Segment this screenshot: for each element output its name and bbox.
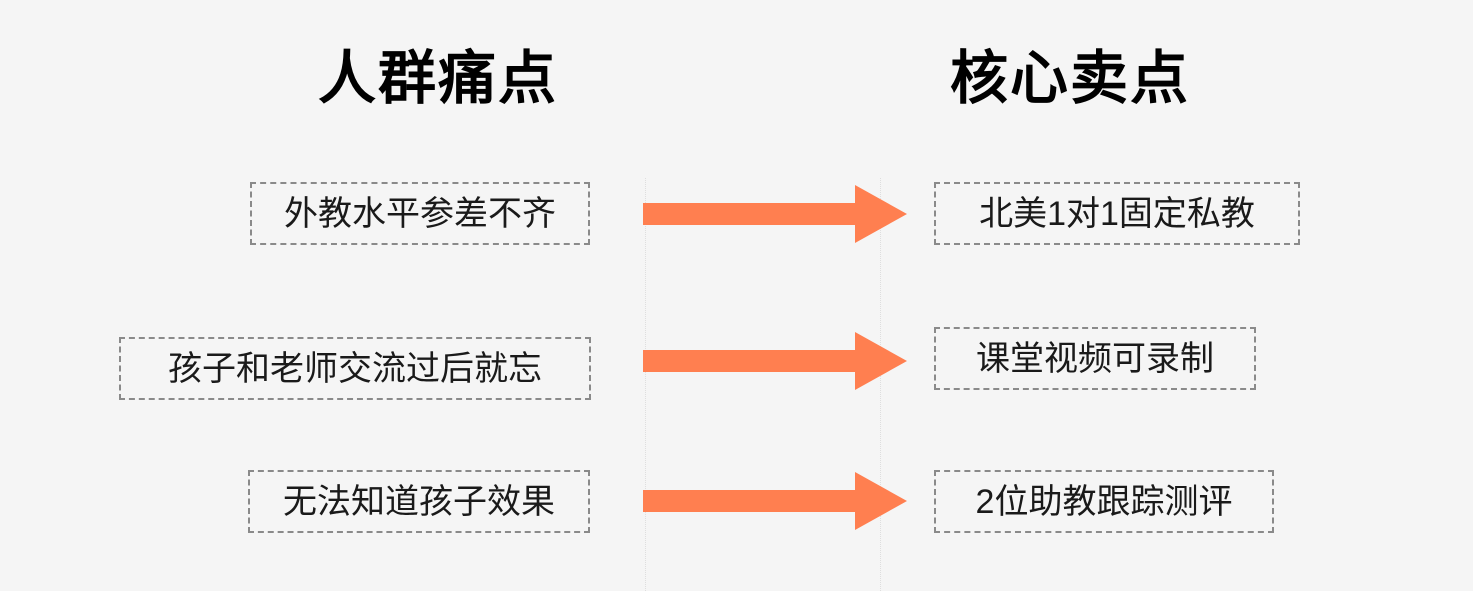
arrow-right-icon-2 — [640, 330, 910, 392]
selling-point-label-2: 课堂视频可录制 — [976, 339, 1214, 378]
arrow-right-icon-1 — [640, 183, 910, 245]
selling-point-label-1: 北美1对1固定私教 — [979, 194, 1255, 233]
selling-point-box-3: 2位助教跟踪测评 — [934, 470, 1274, 533]
left-column-heading: 人群痛点 — [318, 46, 559, 111]
right-column-heading: 核心卖点 — [950, 46, 1191, 111]
selling-point-box-1: 北美1对1固定私教 — [934, 182, 1300, 245]
selling-point-label-3: 2位助教跟踪测评 — [975, 482, 1233, 521]
selling-point-box-2: 课堂视频可录制 — [934, 327, 1256, 390]
pain-point-box-1: 外教水平参差不齐 — [250, 182, 590, 245]
pain-point-box-3: 无法知道孩子效果 — [248, 470, 590, 533]
pain-point-label-2: 孩子和老师交流过后就忘 — [168, 349, 542, 388]
pain-point-box-2: 孩子和老师交流过后就忘 — [119, 337, 591, 400]
pain-point-label-3: 无法知道孩子效果 — [283, 482, 555, 521]
guide-line-right — [880, 178, 881, 591]
pain-point-label-1: 外教水平参差不齐 — [284, 194, 556, 233]
arrow-right-icon-3 — [640, 470, 910, 532]
guide-line-left — [645, 178, 646, 591]
